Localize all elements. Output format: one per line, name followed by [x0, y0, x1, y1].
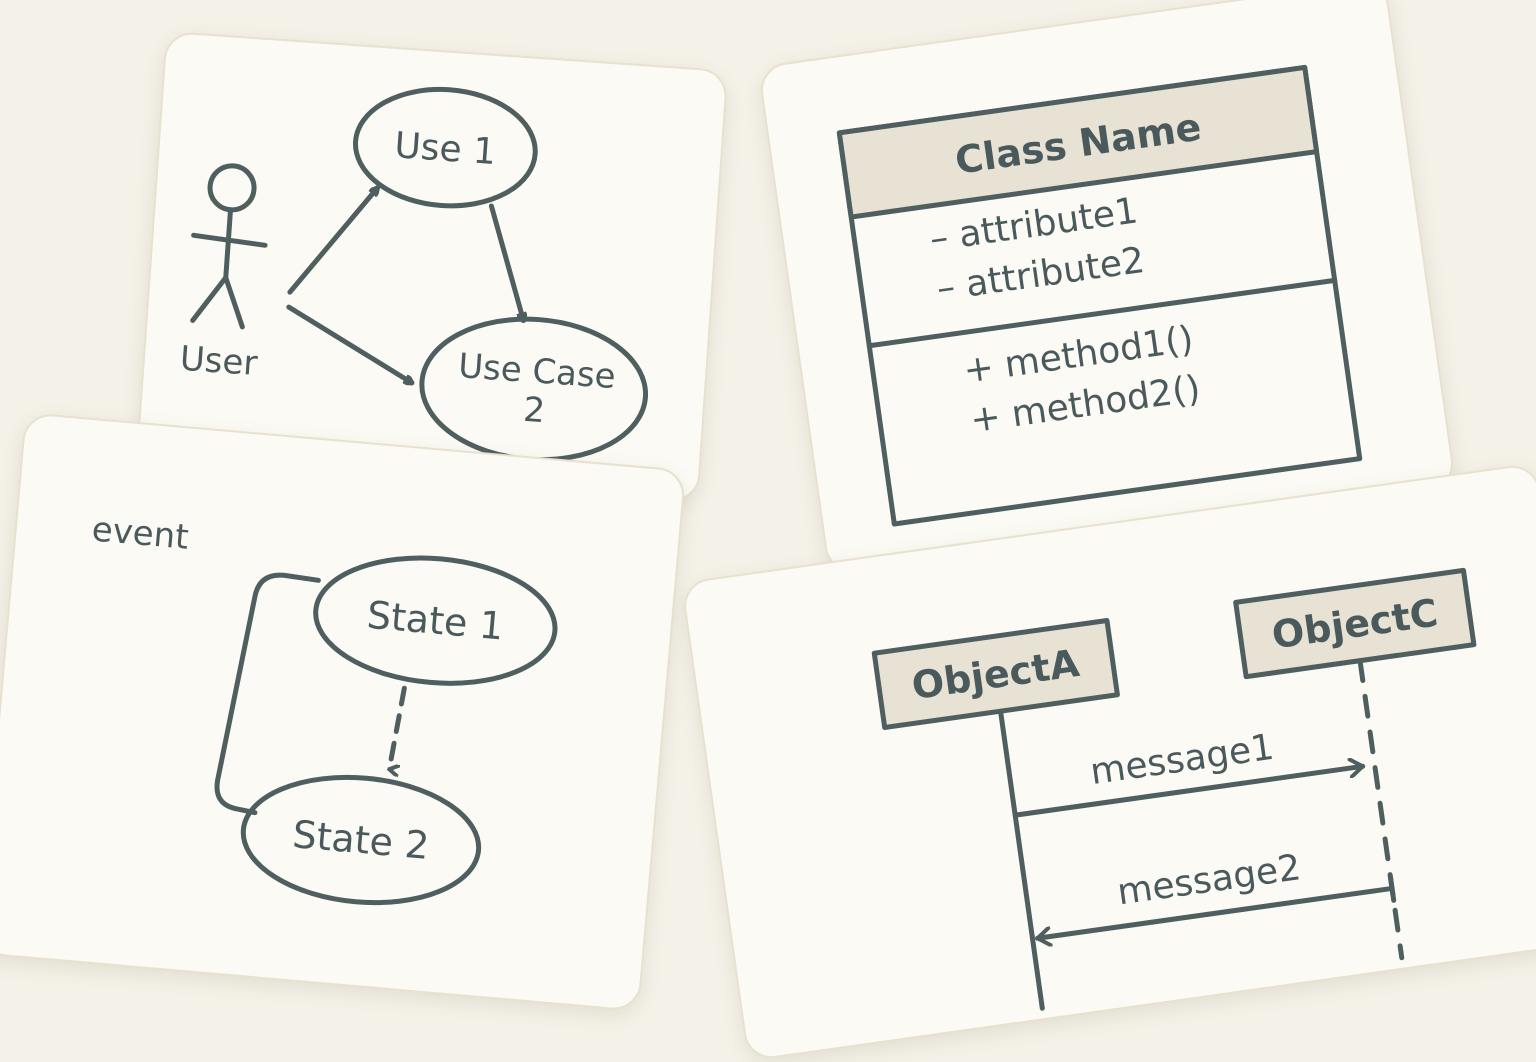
state-1-label: State 1 — [365, 593, 505, 649]
event-label: event — [90, 509, 190, 557]
class-diagram-card: Class Name – attribute1 – attribute2 + m… — [757, 0, 1457, 576]
object-c-lifeline — [1357, 658, 1405, 961]
message-1-arrow — [1012, 766, 1363, 818]
sequence-diagram: ObjectA ObjectC message1 message2 — [871, 567, 1477, 1011]
actor-stick-figure — [190, 163, 268, 330]
state-1-ellipse — [313, 555, 558, 686]
use-case-1-ellipse — [352, 86, 538, 209]
transition-arrow-dashed — [389, 685, 407, 770]
arrow-use1-to-use2 — [488, 203, 532, 321]
state-diagram: event State 1 State 2 — [90, 509, 558, 906]
message-2-tick — [1387, 874, 1397, 903]
state-2-ellipse — [240, 774, 482, 906]
actor-label: User — [179, 339, 259, 384]
class-diagram: Class Name – attribute1 – attribute2 + m… — [836, 64, 1363, 527]
event-loop-line — [214, 572, 321, 816]
use-case-1-label: Use 1 — [393, 125, 497, 173]
class-header — [836, 64, 1320, 220]
sequence-diagram-card: ObjectA ObjectC message1 message2 — [680, 462, 1536, 1062]
use-case-2-label-line1: Use Case — [457, 346, 617, 397]
object-a-lifeline — [998, 708, 1045, 1011]
arrow-user-to-use1 — [287, 182, 377, 295]
use-case-2-label-line2: 2 — [522, 390, 546, 431]
state-2-label: State 2 — [291, 812, 431, 868]
arrow-user-to-use2 — [286, 304, 416, 383]
state-diagram-card: event State 1 State 2 — [0, 412, 687, 1012]
message-2-arrow — [1038, 885, 1395, 938]
class-divider — [866, 277, 1338, 349]
